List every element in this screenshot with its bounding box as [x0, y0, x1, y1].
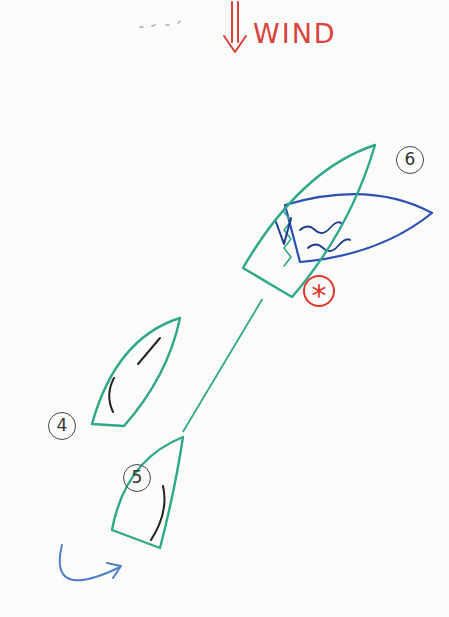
boat-number: 6 — [396, 146, 424, 174]
boat: 5 — [108, 432, 186, 552]
blue-boat-sail — [300, 222, 342, 233]
wind-label: WIND — [253, 18, 337, 49]
wind-arrow-shaft — [237, 2, 239, 42]
boat-outline — [88, 316, 186, 430]
boat: 4 — [88, 316, 186, 430]
turn-arrow-head — [107, 563, 121, 578]
boat-hull — [243, 145, 375, 297]
boat-hull — [92, 318, 180, 426]
wind-arrow-shaft — [231, 2, 233, 42]
boat-hull — [112, 437, 183, 548]
boat-outline — [240, 143, 378, 299]
course-line — [183, 299, 263, 432]
wind-arrow-head — [224, 36, 246, 52]
incident-symbol: * — [303, 275, 335, 307]
boat-sail — [151, 486, 165, 540]
boat-number: 5 — [123, 464, 151, 492]
boat-sail — [109, 378, 114, 412]
boat-number: 4 — [48, 412, 76, 440]
incident-marker: * — [303, 275, 335, 307]
boat-outline — [108, 432, 186, 552]
boat-sail — [276, 218, 291, 244]
turn-arrow — [60, 545, 120, 580]
boat: 6 — [240, 143, 378, 299]
pen-marks — [140, 21, 180, 27]
boat-sail — [138, 338, 160, 364]
blue-boat-hull — [285, 194, 432, 262]
